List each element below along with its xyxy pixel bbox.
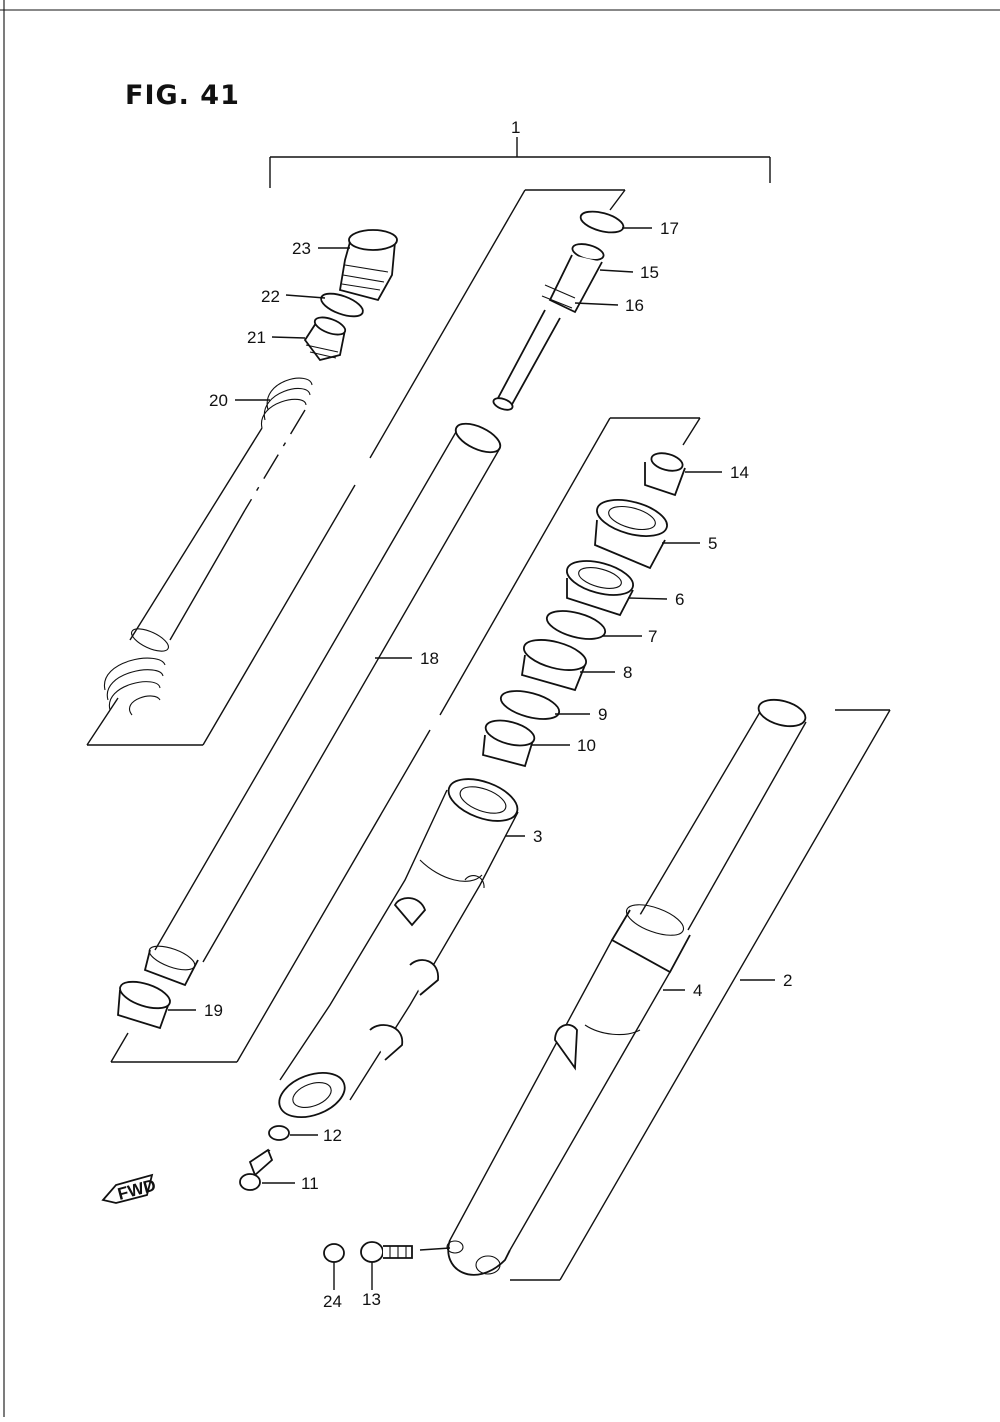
callout-16: 16 [625,296,644,315]
washer-part-9 [499,690,561,720]
callout-8: 8 [623,663,632,682]
callout-1: 1 [511,118,520,137]
callout-6: 6 [675,590,684,609]
fork-leg-assembly [446,698,807,1276]
figure-title: FIG. 41 [125,80,240,111]
guide-bushing-part [482,719,536,768]
washer-part-12 [268,1125,290,1141]
outer-tube-part [278,778,519,1119]
fwd-arrow-label: FWD [116,1175,158,1203]
callout-12: 12 [323,1126,342,1145]
callout-13: 13 [362,1290,381,1309]
spring-part [104,377,313,716]
callout-23: 23 [292,239,311,258]
assembly-bracket [269,137,771,188]
callout-5: 5 [708,534,717,553]
dust-seal-part [594,499,668,570]
callout-7: 7 [648,627,657,646]
inner-tube-part [143,422,502,987]
callout-11: 11 [301,1174,319,1193]
callout-2: 2 [783,971,792,990]
callout-9: 9 [598,705,607,724]
spacer-part-14 [644,452,686,497]
bolt-part-13 [360,1241,413,1263]
spacer-part-8 [520,639,587,692]
callout-15: 15 [640,263,659,282]
group-frame-left [86,189,626,746]
callout-21: 21 [247,328,266,347]
leader-lines [168,227,775,1290]
oil-seal-part [566,560,634,617]
callout-22: 22 [261,287,280,306]
damper-rod-part [492,243,605,411]
callout-19: 19 [204,1001,223,1020]
callout-3: 3 [533,827,542,846]
callout-18: 18 [420,649,439,668]
callout-17: 17 [660,219,679,238]
bushing-part-19 [117,980,171,1030]
fwd-arrow-icon: FWD [101,1173,158,1204]
bolt-part-11 [239,1148,274,1191]
group-frame-middle [110,417,701,1063]
adjuster-part [303,316,347,362]
callout-10: 10 [577,736,596,755]
group-frame-right [510,709,891,1281]
callout-4: 4 [693,981,702,1000]
cap-bolt-part [338,229,398,302]
stopper-ring-part [545,610,607,640]
cap-part-24 [323,1243,345,1263]
callout-14: 14 [730,463,749,482]
callout-24: 24 [323,1292,342,1311]
ring-part-17 [579,210,625,234]
callout-20: 20 [209,391,228,410]
